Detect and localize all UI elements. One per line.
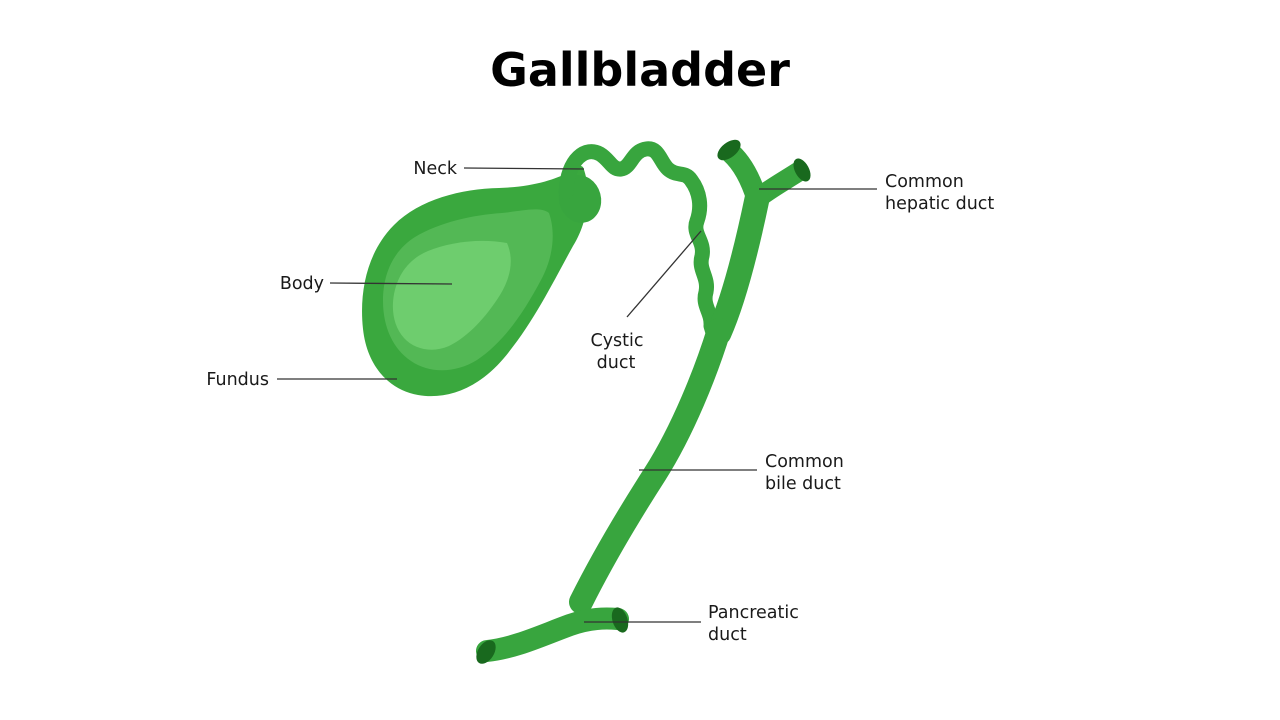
pancreatic-duct-shape bbox=[476, 607, 629, 662]
pancreatic-duct-right-opening bbox=[611, 607, 629, 633]
label-fundus: Fundus bbox=[206, 370, 269, 390]
label-common-hepatic-duct-line1: Common bbox=[885, 172, 964, 192]
hepatic-duct-left-opening bbox=[717, 139, 741, 161]
label-pancreatic-duct-line2: duct bbox=[708, 625, 747, 645]
hepatic-duct-right-opening bbox=[793, 158, 811, 182]
label-neck: Neck bbox=[413, 159, 457, 179]
leader-line-body bbox=[329, 282, 453, 285]
label-common-bile-duct-line1: Common bbox=[765, 452, 844, 472]
leader-line-cystic-duct bbox=[626, 230, 702, 318]
label-pancreatic-duct-line1: Pancreatic bbox=[708, 603, 799, 623]
pancreatic-duct-left-opening bbox=[476, 640, 496, 664]
label-common-hepatic-duct-line2: hepatic duct bbox=[885, 194, 994, 214]
label-common-bile-duct-line2: bile duct bbox=[765, 474, 841, 494]
cystic-duct-shape bbox=[558, 141, 722, 344]
label-common-hepatic-duct: Common hepatic duct bbox=[885, 172, 994, 214]
common-bile-duct-shape bbox=[569, 318, 731, 614]
label-body: Body bbox=[280, 274, 324, 294]
page-title: Gallbladder bbox=[490, 43, 790, 97]
label-pancreatic-duct: Pancreatic duct bbox=[708, 603, 799, 645]
label-cystic-duct-line1: Cystic bbox=[590, 331, 643, 351]
label-common-bile-duct: Common bile duct bbox=[765, 452, 844, 494]
label-cystic-duct-line2: duct bbox=[597, 353, 636, 373]
label-cystic-duct: Cystic duct bbox=[590, 331, 643, 373]
common-hepatic-duct-stem-shape bbox=[706, 186, 770, 346]
leader-line-neck bbox=[463, 167, 585, 170]
gallbladder-sac-inner-shape bbox=[392, 240, 511, 350]
